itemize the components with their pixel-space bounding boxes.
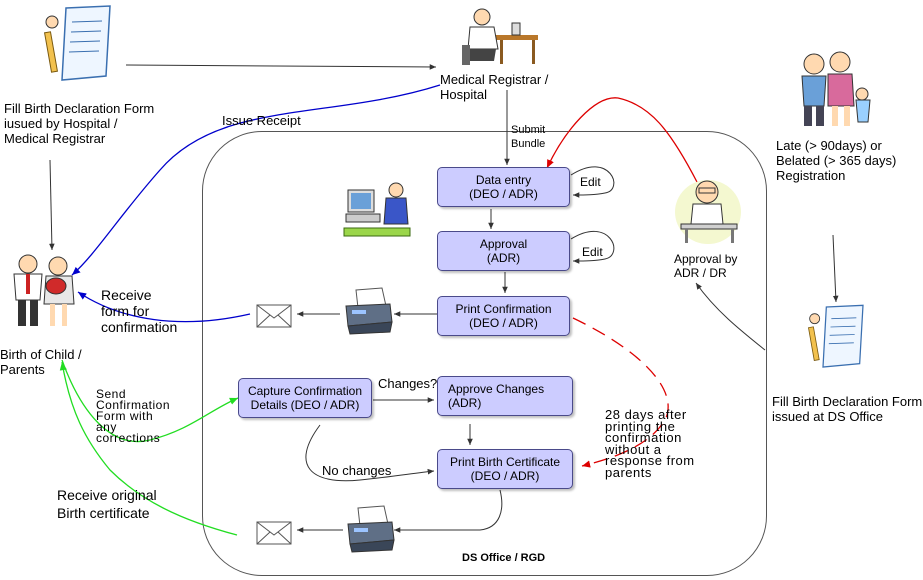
label-no-changes: No changes bbox=[322, 463, 392, 478]
node-print-confirmation[interactable]: Print Confirmation (DEO / ADR) bbox=[437, 296, 570, 336]
label-late-registration: Late (> 90days) or Belated (> 365 days) … bbox=[776, 138, 897, 183]
label-approval-by: Approval by ADR / DR bbox=[674, 252, 738, 280]
envelope-icon bbox=[256, 521, 292, 545]
label-fill-ds-form: Fill Birth Declaration Form issued at DS… bbox=[772, 394, 923, 424]
printer-icon bbox=[347, 505, 395, 553]
arrow-dsform-to-approval bbox=[695, 282, 766, 351]
children-icon bbox=[13, 254, 75, 326]
data-entry-operator-icon bbox=[343, 182, 411, 237]
label-28-days: 28 days after printing the confirmation … bbox=[605, 407, 695, 480]
node-approve-changes[interactable]: Approve Changes (ADR) bbox=[437, 376, 573, 416]
label-edit-2: Edit bbox=[582, 245, 603, 259]
arrow-form-to-registrar bbox=[125, 64, 437, 70]
arrow-late-to-dsform bbox=[832, 234, 839, 303]
label-submit-bundle: Submit Bundle bbox=[511, 124, 546, 150]
arrow-approval-red bbox=[546, 97, 698, 183]
arrow-send-confirmation bbox=[61, 359, 239, 443]
edit-loop-1 bbox=[570, 166, 615, 198]
arrow-receive-original bbox=[59, 361, 238, 536]
label-ds-office: DS Office / RGD bbox=[462, 552, 546, 564]
label-medical-registrar: Medical Registrar / Hospital bbox=[440, 72, 549, 102]
ds-office-boundary bbox=[202, 131, 767, 576]
label-birth-of-child: Birth of Child / Parents bbox=[0, 347, 82, 377]
arrow-form-to-parents bbox=[49, 159, 55, 251]
node-capture-confirmation[interactable]: Capture Confirmation Details (DEO / ADR) bbox=[238, 378, 372, 418]
family-icon bbox=[801, 51, 871, 126]
label-receive-form: Receive form for confirmation bbox=[101, 287, 178, 335]
arrow-receive-form bbox=[77, 291, 251, 323]
arrow-28days-dashed bbox=[572, 317, 669, 468]
declaration-form-icon bbox=[808, 304, 864, 368]
arrow-printbc-printer bbox=[394, 489, 503, 533]
arrow-no-changes bbox=[305, 424, 435, 482]
label-send-confirmation: Send Confirmation Form with any correcti… bbox=[96, 387, 171, 445]
node-data-entry[interactable]: Data entry (DEO / ADR) bbox=[437, 167, 570, 207]
label-fill-hospital-form: Fill Birth Declaration Form iusued by Ho… bbox=[4, 101, 155, 146]
label-edit-1: Edit bbox=[580, 175, 601, 189]
edit-loop-2 bbox=[570, 231, 615, 264]
registrar-at-desk-icon bbox=[462, 8, 538, 65]
arrow-issue-receipt bbox=[71, 84, 441, 276]
declaration-form-icon bbox=[44, 5, 111, 81]
envelope-icon bbox=[256, 304, 292, 328]
printer-icon bbox=[345, 287, 393, 335]
label-changes-question: Changes? bbox=[378, 376, 438, 391]
approver-icon bbox=[675, 180, 741, 244]
node-print-birth-certificate[interactable]: Print Birth Certificate (DEO / ADR) bbox=[437, 449, 573, 489]
label-issue-receipt: Issue Receipt bbox=[222, 113, 301, 128]
node-approval[interactable]: Approval (ADR) bbox=[437, 231, 570, 271]
label-receive-original: Receive original Birth certificate bbox=[57, 487, 157, 521]
